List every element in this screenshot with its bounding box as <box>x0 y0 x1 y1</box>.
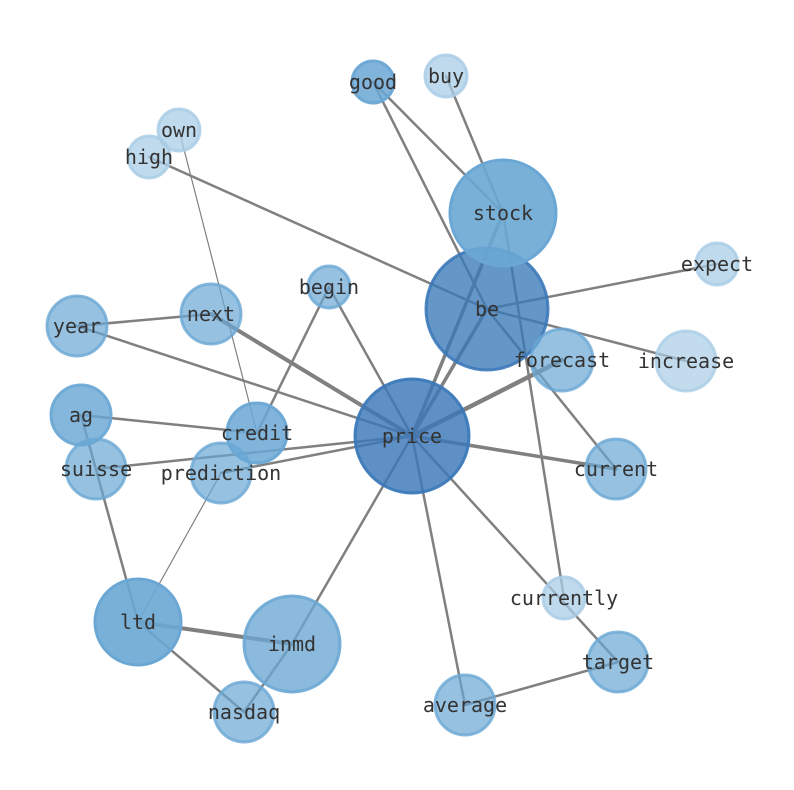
node-circle-target <box>586 630 650 694</box>
node-label-expect: expect <box>681 252 753 276</box>
node-label-buy: buy <box>428 64 464 88</box>
node-label-increase: increase <box>638 349 734 373</box>
node-circle-forecast <box>529 327 595 393</box>
node-label-ag: ag <box>69 403 93 427</box>
node-circle-ltd <box>93 577 183 667</box>
node-price: price <box>353 377 471 495</box>
node-current: current <box>574 437 658 501</box>
node-begin: begin <box>299 264 359 310</box>
node-circle-currently <box>541 575 587 621</box>
node-credit: credit <box>221 401 293 465</box>
node-label-current: current <box>574 457 658 481</box>
node-label-begin: begin <box>299 275 359 299</box>
node-circle-year <box>45 294 109 358</box>
node-label-prediction: prediction <box>161 461 281 485</box>
node-label-price: price <box>382 424 442 448</box>
node-label-forecast: forecast <box>514 348 610 372</box>
node-label-year: year <box>53 314 101 338</box>
node-circle-buy <box>423 53 469 99</box>
node-good: good <box>349 59 397 105</box>
node-circle-average <box>433 673 497 737</box>
node-next: next <box>179 282 243 346</box>
node-label-average: average <box>423 693 507 717</box>
node-high: high <box>125 134 173 180</box>
node-circle-begin <box>306 264 352 310</box>
node-increase: increase <box>638 329 734 393</box>
node-target: target <box>582 630 654 694</box>
node-circle-expect <box>694 241 740 287</box>
node-circle-prediction <box>189 441 253 505</box>
node-circle-stock <box>448 158 558 268</box>
node-label-inmd: inmd <box>268 632 316 656</box>
node-label-nasdaq: nasdaq <box>208 700 280 724</box>
node-be: be <box>424 246 550 372</box>
node-circle-own <box>156 107 202 153</box>
node-label-good: good <box>349 70 397 94</box>
node-label-credit: credit <box>221 421 293 445</box>
node-label-target: target <box>582 650 654 674</box>
node-circle-nasdaq <box>212 680 276 744</box>
node-forecast: forecast <box>514 327 610 393</box>
node-ltd: ltd <box>93 577 183 667</box>
node-label-suisse: suisse <box>60 457 132 481</box>
node-circle-increase <box>654 329 718 393</box>
node-label-ltd: ltd <box>120 610 156 634</box>
node-circle-inmd <box>242 594 342 694</box>
node-circle-current <box>584 437 648 501</box>
edge-credit-own <box>178 129 258 434</box>
node-own: own <box>156 107 202 153</box>
node-expect: expect <box>681 241 753 287</box>
node-stock: stock <box>448 158 558 268</box>
node-label-high: high <box>125 145 173 169</box>
node-currently: currently <box>510 575 618 621</box>
node-prediction: prediction <box>161 441 281 505</box>
edge-price-year <box>75 324 414 438</box>
node-ag: ag <box>49 383 113 447</box>
node-nasdaq: nasdaq <box>208 680 280 744</box>
node-circle-suisse <box>64 437 128 501</box>
node-inmd: inmd <box>242 594 342 694</box>
node-circle-price <box>353 377 471 495</box>
node-circle-credit <box>225 401 289 465</box>
node-circle-good <box>350 59 396 105</box>
node-average: average <box>423 673 507 737</box>
node-label-stock: stock <box>473 201 533 225</box>
node-label-currently: currently <box>510 586 618 610</box>
node-suisse: suisse <box>60 437 132 501</box>
node-year: year <box>45 294 109 358</box>
node-label-own: own <box>161 118 197 142</box>
node-label-be: be <box>475 297 499 321</box>
node-buy: buy <box>423 53 469 99</box>
node-label-next: next <box>187 302 235 326</box>
node-layer: price be stock ltd inmd forecast credit predict… <box>45 53 753 744</box>
node-circle-high <box>126 134 172 180</box>
node-circle-next <box>179 282 243 346</box>
